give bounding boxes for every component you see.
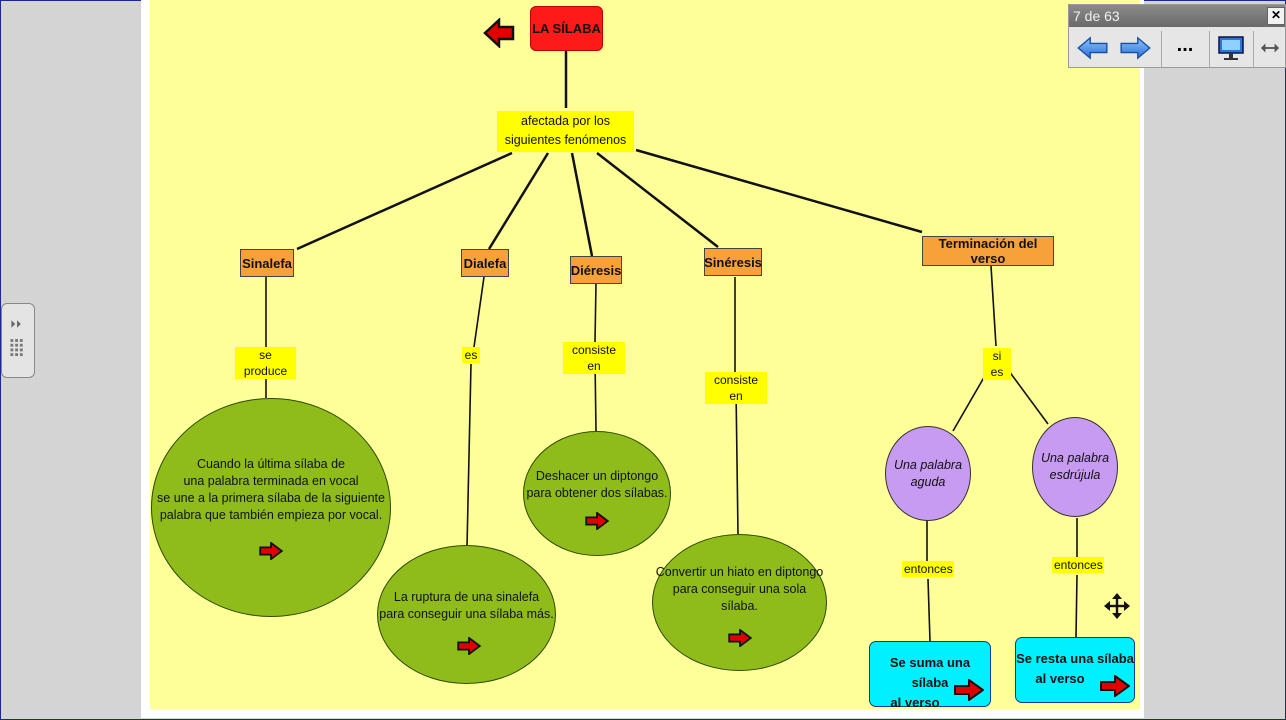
red-right-arrow-icon[interactable] bbox=[1100, 675, 1130, 697]
option-text: aguda bbox=[910, 474, 946, 489]
definition-text: para conseguir una sola sílaba. bbox=[672, 582, 807, 613]
link-label-es: es bbox=[462, 347, 480, 363]
link-label-affected: afectada por los siguientes fenómenos bbox=[497, 111, 634, 152]
red-right-arrow-icon[interactable] bbox=[258, 541, 284, 560]
link-label-consiste-en-2: consiste en bbox=[705, 372, 767, 404]
nav-next-icon bbox=[1120, 36, 1151, 60]
concept-terminacion[interactable]: Terminación del verso bbox=[922, 236, 1054, 266]
close-button[interactable]: ✕ bbox=[1267, 7, 1285, 25]
definition-sinalefa: Cuando la última sílaba de una palabra t… bbox=[151, 398, 391, 617]
definition-text: para conseguir una sílaba más. bbox=[379, 606, 554, 621]
result-suma: Se suma una sílaba al verso bbox=[869, 641, 991, 710]
map-title[interactable]: LA SÍLABA bbox=[530, 6, 603, 51]
presentation-icon bbox=[1218, 36, 1244, 60]
collapse-panel-icon[interactable] bbox=[2, 304, 34, 377]
option-text: Una palabra bbox=[893, 457, 963, 472]
fit-width-icon bbox=[1260, 43, 1280, 53]
fit-width-button[interactable] bbox=[1257, 31, 1283, 65]
link-label-se-produce: se produce bbox=[235, 347, 296, 379]
option-text: esdrújula bbox=[1049, 468, 1101, 482]
navigation-panel: 7 de 63 ✕ ... bbox=[1068, 4, 1286, 68]
definition-text: Deshacer un diptongo bbox=[535, 468, 659, 483]
option-aguda: Una palabra aguda bbox=[885, 426, 971, 521]
result-text: al verso bbox=[890, 695, 940, 710]
link-label-si-es: si es bbox=[983, 348, 1011, 380]
more-icon: ... bbox=[1176, 33, 1194, 56]
side-panel-tab[interactable] bbox=[1, 303, 35, 378]
back-arrow-icon[interactable] bbox=[483, 18, 515, 48]
result-text: Se resta una sílaba bbox=[1016, 651, 1134, 666]
definition-text: Convertir un hiato en diptongo bbox=[655, 565, 824, 579]
line-to-dialefa bbox=[487, 152, 550, 250]
link-label-entonces-1: entonces bbox=[902, 561, 954, 577]
next-page-button[interactable] bbox=[1115, 31, 1155, 65]
line-to-dieresis bbox=[570, 152, 594, 257]
link-label-entonces-2: entonces bbox=[1052, 557, 1104, 573]
definition-dialefa: La ruptura de una sinalefa para consegui… bbox=[377, 545, 556, 684]
concept-sineresis[interactable]: Sinéresis bbox=[704, 248, 762, 276]
navigation-header: 7 de 63 ✕ bbox=[1069, 5, 1285, 27]
option-esdrujula: Una palabra esdrújula bbox=[1032, 417, 1118, 517]
page-counter: 7 de 63 bbox=[1073, 8, 1120, 24]
prev-page-button[interactable] bbox=[1073, 31, 1113, 65]
definition-text: una palabra terminada en vocal bbox=[183, 473, 359, 488]
result-text: al verso bbox=[1035, 671, 1085, 686]
divider bbox=[1209, 31, 1210, 67]
concept-dialefa[interactable]: Dialefa bbox=[461, 249, 509, 277]
definition-dieresis: Deshacer un diptongo para obtener dos sí… bbox=[523, 431, 671, 556]
red-right-arrow-icon[interactable] bbox=[727, 629, 753, 647]
line-to-sineresis bbox=[596, 152, 719, 248]
divider bbox=[1161, 31, 1162, 67]
definition-text: Cuando la última sílaba de bbox=[196, 456, 345, 471]
more-button[interactable]: ... bbox=[1165, 31, 1205, 65]
result-text: Se suma una sílaba bbox=[889, 655, 971, 690]
nav-prev-icon bbox=[1077, 36, 1108, 60]
red-right-arrow-icon[interactable] bbox=[456, 636, 482, 655]
divider bbox=[1253, 31, 1254, 67]
concept-sinalefa[interactable]: Sinalefa bbox=[240, 249, 294, 277]
link-label-consiste-en-1: consiste en bbox=[563, 342, 625, 374]
definition-text: para obtener dos sílabas. bbox=[526, 485, 668, 500]
line-to-sinalefa bbox=[296, 151, 513, 251]
definition-text: palabra que también empieza por vocal. bbox=[159, 507, 383, 522]
option-text: Una palabra bbox=[1040, 451, 1110, 465]
presentation-button[interactable] bbox=[1213, 31, 1249, 65]
move-cursor-icon bbox=[1104, 593, 1130, 619]
result-resta: Se resta una sílaba al verso bbox=[1015, 637, 1135, 703]
red-right-arrow-icon[interactable] bbox=[584, 511, 610, 530]
definition-text: se une a la primera sílaba de la siguien… bbox=[157, 490, 385, 505]
red-right-arrow-icon[interactable] bbox=[954, 679, 984, 701]
line-to-terminacion bbox=[635, 148, 923, 234]
definition-sineresis: Convertir un hiato en diptongo para cons… bbox=[652, 534, 827, 671]
definition-text: La ruptura de una sinalefa bbox=[393, 589, 540, 604]
concept-dieresis[interactable]: Diéresis bbox=[570, 256, 622, 284]
